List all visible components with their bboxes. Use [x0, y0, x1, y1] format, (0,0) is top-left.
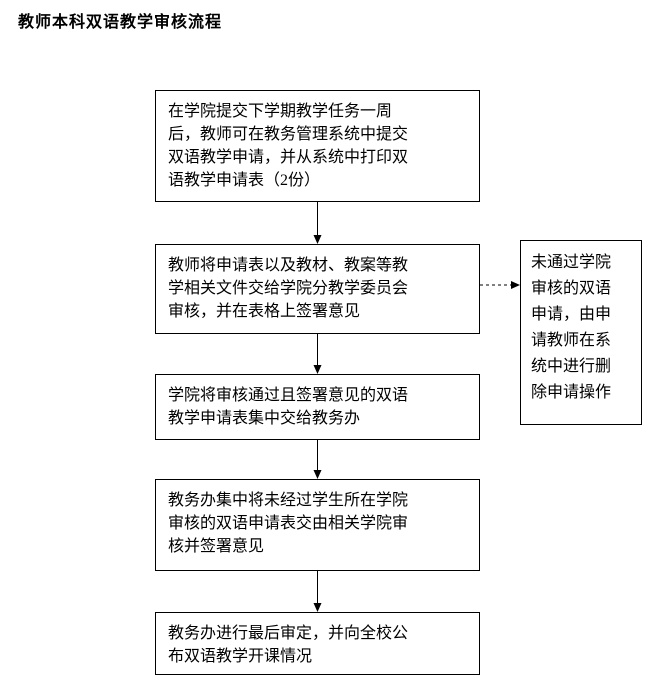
flow-step-2: 教师将申请表以及教材、教案等教 学相关文件交给学院分教学委员会 审核，并在表格上…: [155, 244, 480, 334]
flow-step-1: 在学院提交下学期教学任务一周 后，教师可在教务管理系统中提交 双语教学申请，并从…: [155, 90, 480, 202]
down-arrow-1-icon: [311, 202, 324, 244]
flow-step-3: 学院将审核通过且签署意见的双语 教学申请表集中交给教务办: [155, 374, 480, 440]
down-arrow-2-icon: [311, 334, 324, 374]
dashed-right-arrow-icon: [480, 279, 520, 291]
flow-step-4-text: 教务办集中将未经过学生所在学院 审核的双语申请表交由相关学院审 核并签署意见: [168, 492, 409, 555]
rejection-note-box: 未通过学院 审核的双语 申请，由申 请教师在系 统中进行删 除申请操作: [520, 240, 642, 425]
down-arrow-4-icon: [311, 571, 324, 612]
flow-step-1-text: 在学院提交下学期教学任务一周 后，教师可在教务管理系统中提交 双语教学申请，并从…: [168, 103, 409, 189]
flow-step-3-text: 学院将审核通过且签署意见的双语 教学申请表集中交给教务办: [168, 387, 409, 427]
rejection-note-text: 未通过学院 审核的双语 申请，由申 请教师在系 统中进行删 除申请操作: [531, 254, 612, 401]
flow-step-5: 教务办进行最后审定，并向全校公 布双语教学开课情况: [155, 612, 480, 675]
page-title: 教师本科双语教学审核流程: [18, 14, 223, 31]
flow-step-4: 教务办集中将未经过学生所在学院 审核的双语申请表交由相关学院审 核并签署意见: [155, 479, 480, 571]
flow-step-2-text: 教师将申请表以及教材、教案等教 学相关文件交给学院分教学委员会 审核，并在表格上…: [168, 257, 409, 320]
down-arrow-3-icon: [311, 440, 324, 479]
flow-step-5-text: 教务办进行最后审定，并向全校公 布双语教学开课情况: [168, 625, 409, 665]
